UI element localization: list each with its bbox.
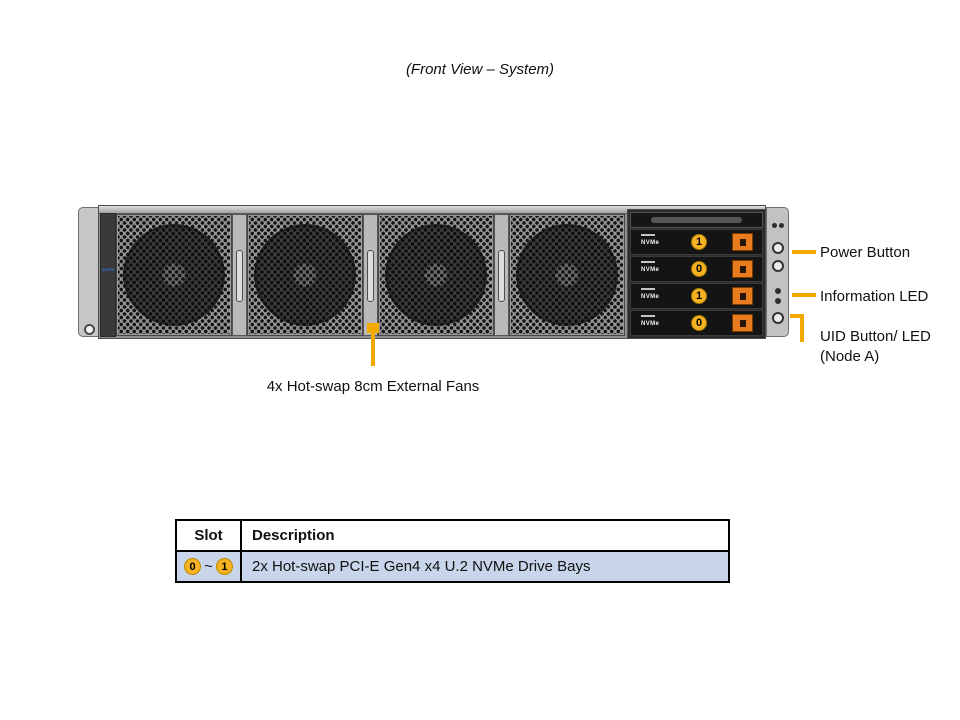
drive-latch-icon <box>732 260 753 278</box>
screw-hole-icon <box>84 324 95 335</box>
drive-led-icon <box>641 288 655 290</box>
information-led-icon <box>775 288 781 294</box>
drive-latch-icon <box>732 233 753 251</box>
drive-led-icon <box>641 234 655 236</box>
drive-latch-icon <box>732 287 753 305</box>
supermicro-logo: SUPERMICRO <box>102 268 115 273</box>
slot-range-separator: ~ <box>204 558 213 575</box>
reset-button-icon <box>772 260 784 272</box>
page-title: (Front View – System) <box>405 61 555 78</box>
nvme-drive-bay-1: NVMe 1 <box>630 229 763 255</box>
latch-slot-icon <box>740 320 746 327</box>
callout-fans: 4x Hot-swap 8cm External Fans <box>266 378 480 395</box>
handle-grip-icon <box>498 250 505 302</box>
drive-number-badge: 1 <box>691 234 707 250</box>
fan-module-2 <box>247 214 363 336</box>
table-row: 0 ~ 1 2x Hot-swap PCI-E Gen4 x4 U.2 NVMe… <box>175 550 730 583</box>
callout-information-led: Information LED <box>820 288 929 305</box>
callout-line-uid <box>790 314 804 318</box>
cage-handle <box>630 212 763 228</box>
callout-power-button: Power Button <box>820 244 911 261</box>
fan-grille <box>380 216 492 334</box>
latch-slot-icon <box>740 239 746 246</box>
drive-type-label: NVMe <box>641 240 660 246</box>
callout-uid-button: UID Button/ LED (Node A) <box>820 327 931 367</box>
fan-grille <box>118 216 230 334</box>
callout-line-power <box>792 250 816 254</box>
nvme-drive-bay-2: NVMe 0 <box>630 256 763 282</box>
fan-module-3 <box>378 214 494 336</box>
column-header-description: Description <box>240 519 730 552</box>
table-header-row: Slot Description <box>175 519 730 552</box>
server-front-view: SUPERMICRO NVMe 1 <box>78 205 790 339</box>
drive-type-label: NVMe <box>641 321 660 327</box>
latch-slot-icon <box>740 266 746 273</box>
drive-led-icon <box>641 261 655 263</box>
fan-grille <box>249 216 361 334</box>
callout-line-uid <box>800 314 804 342</box>
drive-cage: NVMe 1 NVMe 0 NVMe 1 NVMe 0 <box>627 209 766 339</box>
drive-type-label: NVMe <box>641 294 660 300</box>
drive-number-badge: 0 <box>691 315 707 331</box>
fan-module-1 <box>116 214 232 336</box>
callout-uid-line2: (Node A) <box>820 348 880 365</box>
fan-grille <box>511 216 623 334</box>
slot-description-table: Slot Description 0 ~ 1 2x Hot-swap PCI-E… <box>175 519 730 583</box>
fan-module-4 <box>509 214 625 336</box>
control-panel <box>766 207 789 337</box>
handle-grip-icon <box>650 217 743 223</box>
slot-description-cell: 2x Hot-swap PCI-E Gen4 x4 U.2 NVMe Drive… <box>240 550 730 583</box>
power-button-icon <box>772 242 784 254</box>
status-led-icon <box>775 298 781 304</box>
left-brand-panel: SUPERMICRO <box>100 213 116 337</box>
callout-line-info-led <box>792 293 816 297</box>
callout-uid-line1: UID Button/ LED <box>820 328 931 345</box>
callout-line-fans <box>371 333 375 366</box>
fan-handle-2 <box>363 214 378 336</box>
handle-grip-icon <box>367 250 374 302</box>
handle-grip-icon <box>236 250 243 302</box>
nic-led-icon <box>772 223 777 228</box>
fan-handle-3 <box>494 214 509 336</box>
nic-led-icon <box>779 223 784 228</box>
chassis-top-rail <box>99 206 765 214</box>
slot-badge-end: 1 <box>215 558 233 575</box>
fan-handle-1 <box>232 214 247 336</box>
drive-latch-icon <box>732 314 753 332</box>
nvme-drive-bay-3: NVMe 1 <box>630 283 763 309</box>
callout-marker-fans <box>367 323 379 333</box>
drive-number-badge: 0 <box>691 261 707 277</box>
drive-led-icon <box>641 315 655 317</box>
drive-number-badge: 1 <box>691 288 707 304</box>
drive-type-label: NVMe <box>641 267 660 273</box>
slot-badge-start: 0 <box>184 558 202 575</box>
latch-slot-icon <box>740 293 746 300</box>
nvme-drive-bay-4: NVMe 0 <box>630 310 763 336</box>
column-header-slot: Slot <box>175 519 242 552</box>
uid-button-icon <box>772 312 784 324</box>
slot-range-cell: 0 ~ 1 <box>175 550 242 583</box>
